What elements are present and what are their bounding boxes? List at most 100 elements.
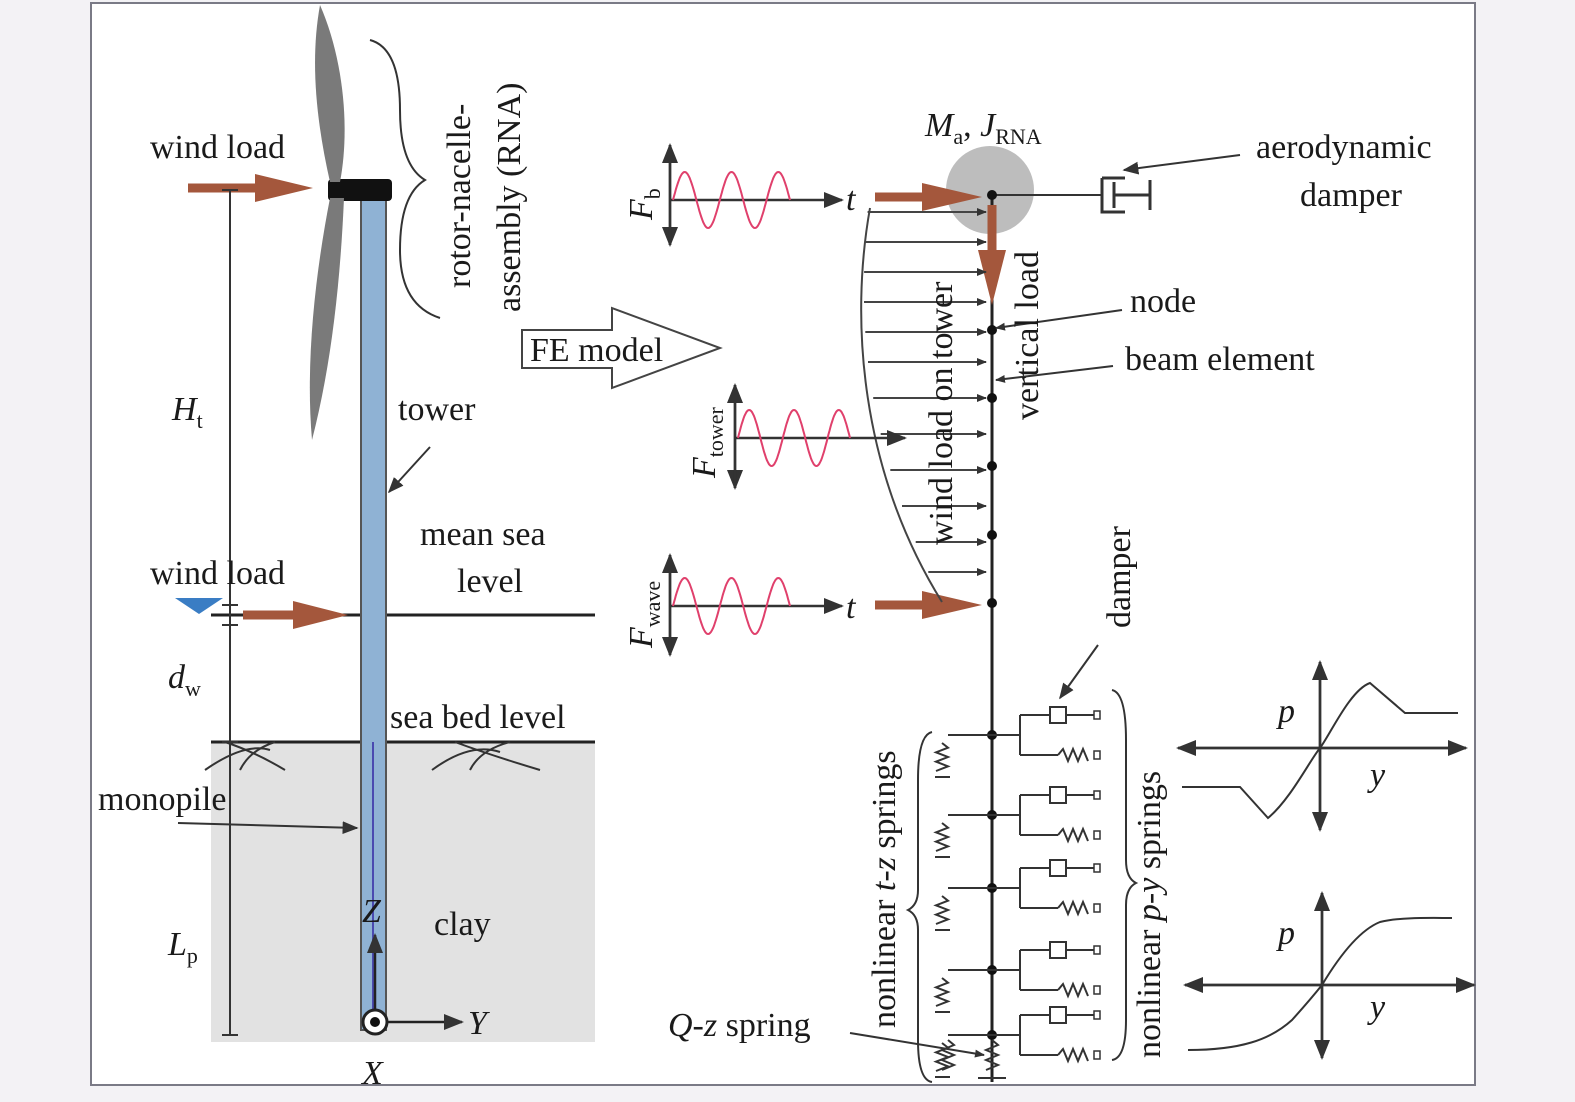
py-spring-ground [1093, 985, 1101, 995]
py-damper-pot [1049, 786, 1067, 804]
ftower-time-signal [727, 383, 907, 490]
soil-spring-rows [933, 706, 1101, 1079]
py-damper-pot [1049, 1006, 1067, 1024]
py-spring [1057, 899, 1089, 917]
seabed-hatch-right [431, 741, 541, 771]
t-label-fwave: t [846, 589, 857, 626]
aero-damper-symbol [1100, 176, 1152, 214]
aero-damper-line1: aerodynamic [1256, 129, 1432, 166]
mean-sea-level-line1: mean sea [420, 516, 546, 553]
wind-load-mid-label: wind load [150, 555, 285, 592]
spring-row [933, 859, 1101, 931]
py-spring-ground [1093, 750, 1101, 760]
tz-spring-bottom [939, 1039, 957, 1071]
sea-bed-level-label: sea bed level [390, 699, 566, 736]
wind-arrow-mid [243, 601, 348, 629]
fb-sine-wave [672, 170, 791, 230]
tz-springs-brace [905, 731, 933, 1083]
py-springs-brace [1111, 689, 1139, 1061]
rna-brace [369, 39, 441, 319]
fe-node [987, 530, 997, 540]
clay-label: clay [434, 906, 491, 943]
py-damper-ground [1093, 863, 1101, 873]
beam-element-label: beam element [1125, 341, 1315, 378]
py-damper-pot [1049, 859, 1067, 877]
wind-on-tower-label: wind load on tower [923, 281, 960, 545]
py-spring [1057, 1046, 1089, 1064]
mean-sea-level-line2: level [457, 563, 523, 600]
fb-time-signal [662, 143, 844, 247]
vertical-load-arrow [978, 205, 1006, 305]
py-spring-ground [1093, 1050, 1101, 1060]
py-spring-ground [1093, 830, 1101, 840]
ht-label: Ht [171, 391, 203, 433]
py-spring [1057, 826, 1089, 844]
py-curve-degrading [1182, 681, 1458, 820]
rna-label-line1: rotor-nacelle- [441, 104, 478, 288]
damper-leader [1059, 644, 1099, 700]
dimension-lines [222, 189, 238, 1036]
qz-spring-leader [849, 1032, 985, 1058]
fe-model-label: FE model [530, 332, 663, 369]
spring-row [933, 786, 1101, 858]
ftower-label: Ftower [686, 406, 728, 479]
fb-label: Fb [623, 188, 665, 221]
py-curve-monotonic [1187, 916, 1453, 1051]
beam-element-leader [995, 365, 1114, 383]
py-spring [1057, 746, 1089, 764]
coordinate-axes [361, 933, 464, 1036]
py-springs-label: nonlinear p-y springs [1131, 771, 1168, 1058]
tz-springs-label: nonlinear t-z springs [866, 750, 903, 1028]
wind-load-top-label: wind load [150, 129, 285, 166]
axis-y-label: Y [468, 1005, 490, 1042]
ma-jrna-label: Ma, JRNA [924, 107, 1042, 149]
monopile-leader [177, 821, 359, 834]
node-label: node [1130, 283, 1196, 320]
tower-leader [387, 446, 431, 494]
wind-profile-curve [860, 207, 943, 603]
spring-row [933, 706, 1101, 778]
blade-upper [315, 5, 345, 182]
py-damper-ground [1093, 790, 1101, 800]
py-curve-plot-2 [1183, 891, 1476, 1060]
fe-node [987, 598, 997, 608]
vertical-load-label: vertical load [1009, 251, 1046, 420]
dw-label: dw [168, 659, 201, 701]
y-label-1: y [1367, 757, 1386, 794]
monopile-label: monopile [98, 781, 226, 818]
spring-row [933, 941, 1101, 1013]
fwave-arrow [875, 591, 982, 619]
fe-node [987, 393, 997, 403]
py-damper-ground [1093, 945, 1101, 955]
fwave-sine-wave [672, 576, 791, 636]
spring-row [933, 1006, 1101, 1078]
y-label-2: y [1367, 989, 1386, 1026]
aero-damper-line2: damper [1300, 177, 1403, 214]
aero-damper-leader [1122, 154, 1241, 175]
py-damper-pot [1049, 941, 1067, 959]
blade-lower [309, 198, 344, 440]
ftower-sine-wave [737, 408, 851, 468]
tz-spring [933, 822, 951, 852]
axis-x-label: X [360, 1055, 384, 1092]
py-damper-ground [1093, 1010, 1101, 1020]
p-label-2: p [1276, 915, 1295, 952]
t-label-fb: t [846, 181, 857, 218]
tower-label: tower [398, 391, 476, 428]
soil-region [211, 742, 595, 1042]
py-curve-plot-1 [1176, 660, 1468, 832]
wind-profile-arrows [864, 208, 987, 576]
qz-spring [983, 1039, 1001, 1071]
py-damper-ground [1093, 710, 1101, 720]
node-leader [995, 309, 1123, 331]
fe-node [987, 325, 997, 335]
tz-spring [933, 895, 951, 925]
fe-model-arrow: FE model [521, 306, 723, 390]
fe-node [987, 190, 997, 200]
py-spring [1057, 981, 1089, 999]
fwave-label: Fwave [623, 581, 665, 649]
fe-model: Ma, JRNA aerodynamic damper Fb Ftower Fw… [623, 107, 1476, 1083]
fb-arrow [875, 183, 982, 211]
fe-node [987, 461, 997, 471]
